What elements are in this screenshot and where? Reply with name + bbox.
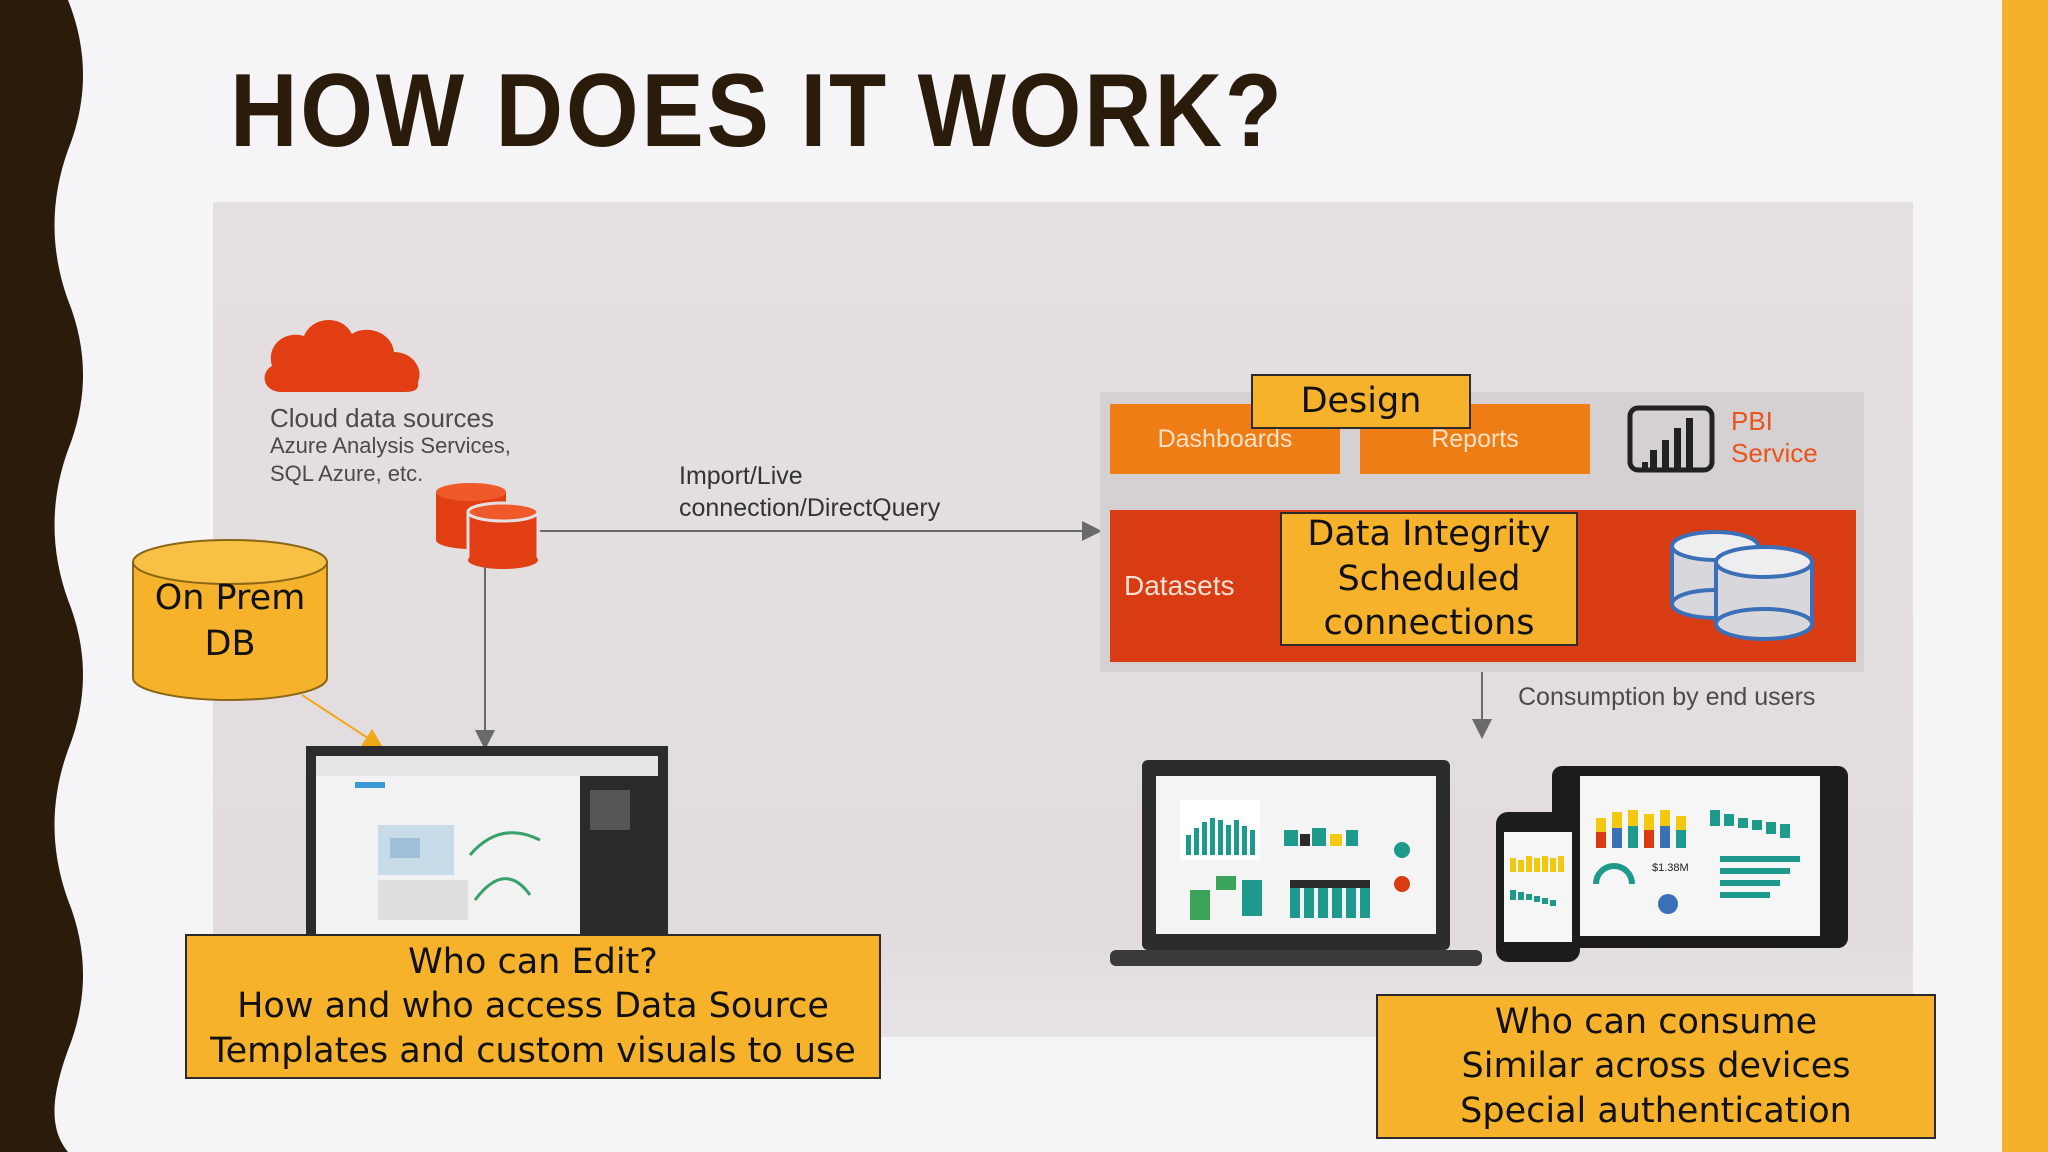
connection-label-line1: Import/Live bbox=[679, 462, 803, 490]
integrity-line2: Scheduled bbox=[1337, 558, 1521, 599]
integrity-line3: connections bbox=[1323, 603, 1535, 644]
laptop-icon bbox=[1110, 760, 1482, 966]
on-prem-line2: DB bbox=[204, 624, 256, 664]
cloud-icon bbox=[264, 319, 420, 392]
edit-callout: Who can Edit? How and who access Data So… bbox=[185, 934, 881, 1079]
right-accent-bar bbox=[2002, 0, 2048, 1152]
cloud-database-icon bbox=[436, 483, 540, 569]
pbi-label-line1: PBI bbox=[1731, 406, 1773, 436]
design-callout: Design bbox=[1251, 374, 1471, 429]
edit-line2: How and who access Data Source bbox=[237, 986, 829, 1027]
tablet-icon bbox=[1552, 766, 1848, 948]
datasets-cylinders-icon bbox=[1670, 530, 1814, 641]
datasets-label: Datasets bbox=[1124, 570, 1235, 601]
cloud-sources-line2: SQL Azure, etc. bbox=[270, 461, 424, 486]
data-integrity-callout: Data Integrity Scheduled connections bbox=[1280, 512, 1578, 646]
integrity-line1: Data Integrity bbox=[1307, 514, 1551, 555]
consume-line1: Who can consume bbox=[1494, 1001, 1818, 1042]
consume-line2: Similar across devices bbox=[1461, 1046, 1851, 1087]
desktop-monitor-icon bbox=[306, 746, 668, 934]
pbi-label-line2: Service bbox=[1731, 438, 1818, 468]
tablet-kpi-value: $1.38M bbox=[1652, 862, 1689, 874]
consumption-label: Consumption by end users bbox=[1518, 683, 1816, 711]
edit-line1: Who can Edit? bbox=[408, 941, 658, 982]
cloud-sources-title: Cloud data sources bbox=[270, 403, 495, 433]
wavy-left-border bbox=[0, 0, 83, 1152]
on-prem-line1: On Prem bbox=[154, 578, 306, 618]
cloud-sources-line1: Azure Analysis Services, bbox=[270, 433, 511, 458]
phone-icon bbox=[1496, 812, 1580, 962]
design-label: Design bbox=[1300, 381, 1422, 422]
edit-line3: Templates and custom visuals to use bbox=[210, 1030, 856, 1071]
power-bi-logo-icon bbox=[1627, 405, 1715, 473]
connection-label-line2: connection/DirectQuery bbox=[679, 494, 941, 522]
onprem-arrow bbox=[301, 694, 384, 749]
slide-title: HOW DOES IT WORK? bbox=[230, 53, 1285, 169]
consume-callout: Who can consume Similar across devices S… bbox=[1376, 994, 1936, 1139]
on-prem-database-icon bbox=[132, 539, 328, 701]
consume-line3: Special authentication bbox=[1460, 1090, 1852, 1131]
